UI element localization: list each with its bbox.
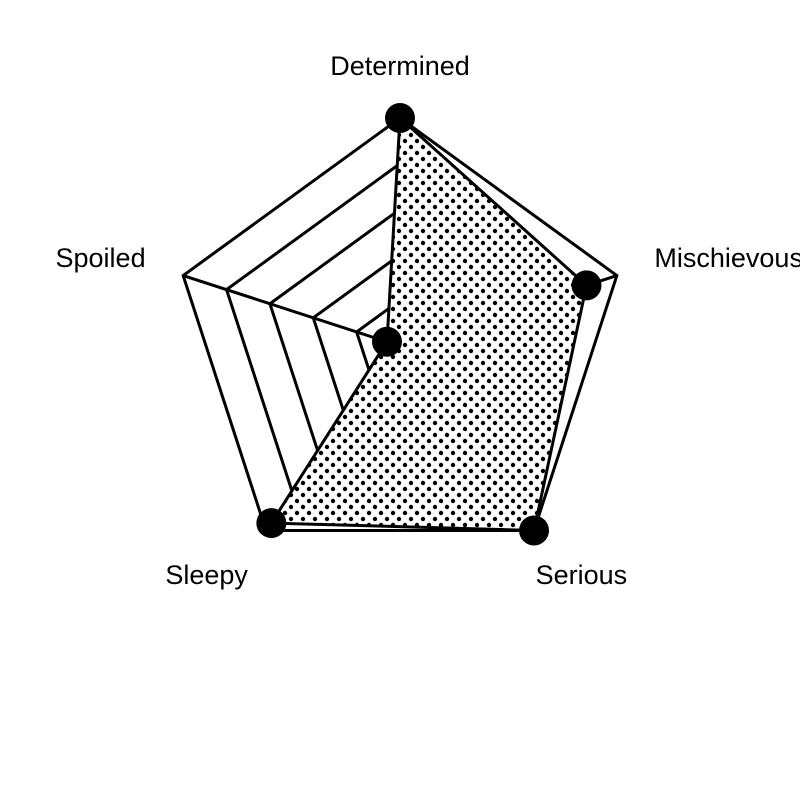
series-area-0 (268, 114, 589, 532)
axis-label-determined: Determined (330, 51, 470, 81)
axis-label-sleepy: Sleepy (165, 560, 248, 590)
data-point-layer (256, 103, 602, 546)
axis-label-spoiled: Spoiled (56, 243, 146, 273)
axis-label-mischievous: Mischievous (654, 243, 800, 273)
axis-label-serious: Serious (536, 560, 628, 590)
axis-spoke-4 (182, 274, 401, 348)
data-area-layer (268, 114, 589, 532)
data-point-0 (385, 103, 415, 133)
data-point-1 (571, 270, 602, 301)
grid-ring-5 (181, 116, 619, 532)
data-point-2 (519, 515, 550, 546)
data-point-3 (256, 508, 287, 539)
data-point-4 (371, 326, 402, 357)
